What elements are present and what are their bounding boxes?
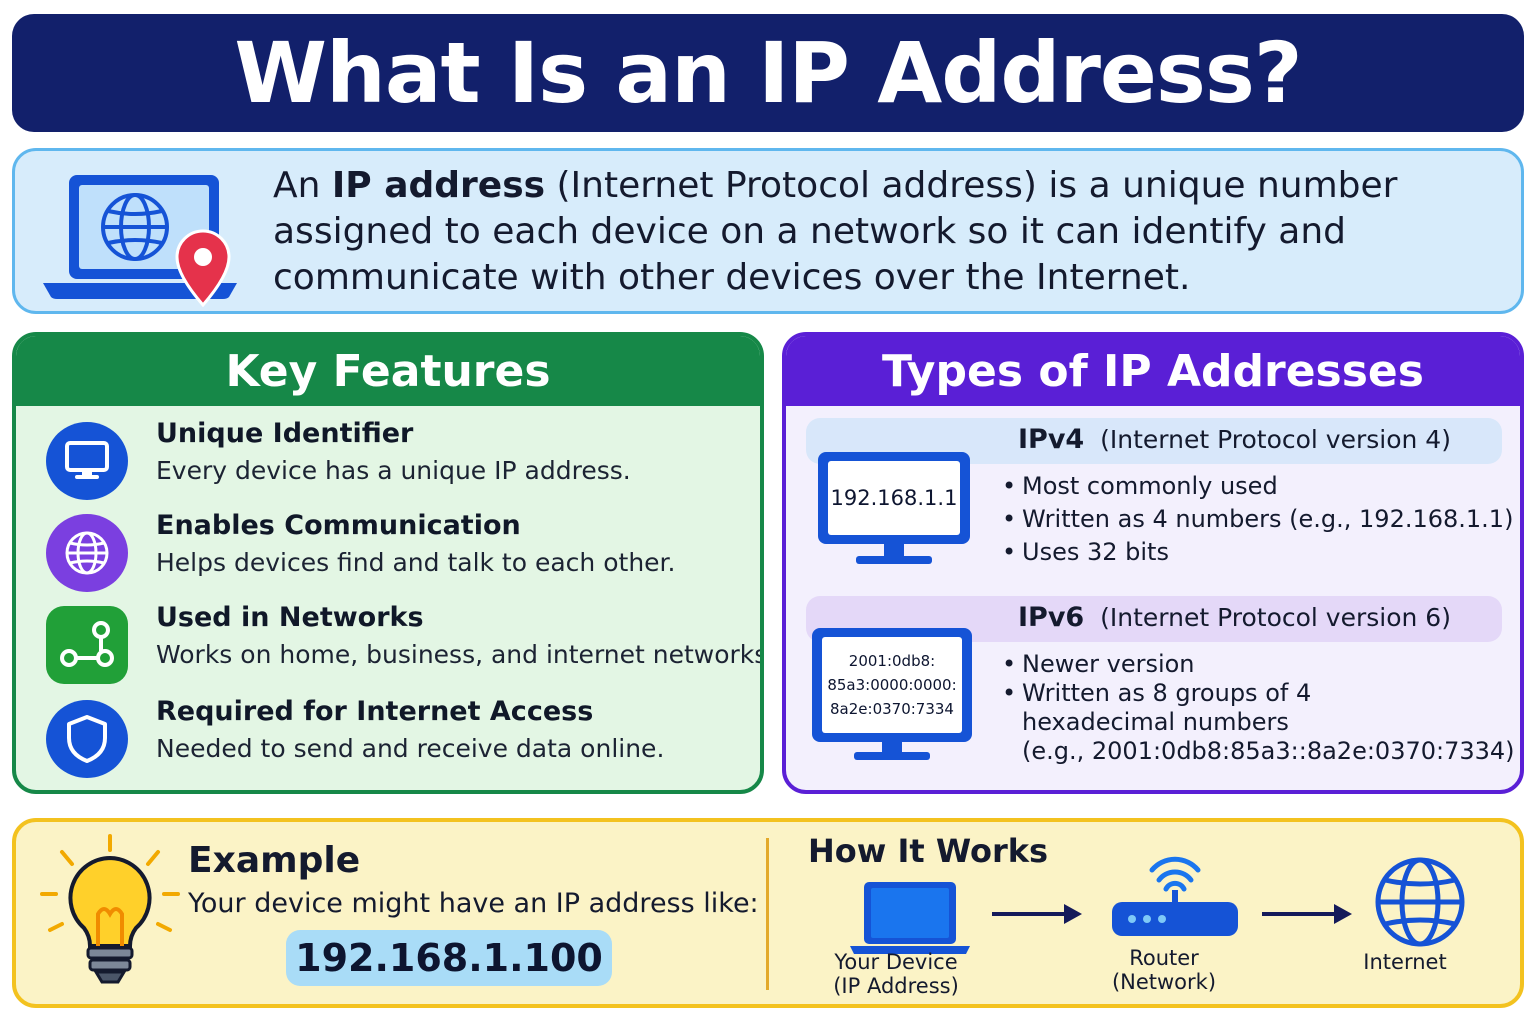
intro-definition: An IP address (Internet Protocol address… — [273, 165, 1398, 298]
section-divider — [766, 838, 769, 990]
feature-desc: Every device has a unique IP address. — [156, 456, 631, 485]
how-it-works-heading: How It Works — [808, 832, 1049, 870]
feature-required-for-internet: Required for Internet Access Needed to s… — [46, 696, 746, 780]
ipv6-title: IPv6 (Internet Protocol version 6) — [1018, 602, 1451, 633]
network-nodes-icon — [60, 621, 114, 667]
ipv6-screen-line: 2001:0db8: — [849, 652, 935, 670]
example-section: Example Your device might have an IP add… — [12, 818, 1524, 1008]
bullet-continuation: hexadecimal numbers — [1022, 708, 1289, 736]
internet-label: Internet — [1363, 950, 1447, 974]
ipv6-screen-line: 85a3:0000:0000: — [827, 676, 956, 694]
ipv6-monitor-icon: 2001:0db8: 85a3:0000:0000: 8a2e:0370:733… — [812, 628, 972, 760]
key-features-heading: Key Features — [16, 336, 760, 406]
bullet-item: Written as 8 groups of 4 — [1002, 679, 1515, 708]
laptop-location-icon — [43, 175, 237, 308]
intro-box: An IP address (Internet Protocol address… — [12, 148, 1524, 314]
ipv4-title: IPv4 (Internet Protocol version 4) — [1018, 424, 1451, 455]
monitor-icon — [65, 441, 109, 479]
intro-term: IP address — [331, 165, 546, 206]
feature-title: Used in Networks — [156, 602, 424, 633]
ip-types-heading: Types of IP Addresses — [786, 336, 1520, 406]
feature-desc: Helps devices find and talk to each othe… — [156, 548, 676, 577]
page-title: What Is an IP Address? — [234, 24, 1302, 122]
globe-icon — [65, 531, 109, 575]
shield-icon — [67, 715, 107, 763]
router-icon — [1112, 856, 1238, 936]
ipv4-monitor-icon: 192.168.1.1 — [818, 452, 970, 564]
bullet-item: Newer version — [1002, 650, 1515, 679]
feature-desc: Works on home, business, and internet ne… — [156, 640, 764, 669]
ipv6-bullets: Newer version Written as 8 groups of 4 h… — [1002, 650, 1515, 766]
feature-title: Unique Identifier — [156, 418, 414, 449]
example-heading: Example — [188, 840, 361, 881]
key-features-panel: Key Features Unique Identifier Every dev… — [12, 332, 764, 794]
bullet-item: Written as 4 numbers (e.g., 192.168.1.1) — [1002, 503, 1513, 536]
example-ip-badge: 192.168.1.100 — [286, 930, 612, 986]
arrow-right-icon — [1262, 904, 1352, 924]
internet-globe-icon — [1375, 857, 1465, 947]
router-label: Router (Network) — [1111, 946, 1217, 994]
feature-title: Enables Communication — [156, 510, 521, 541]
laptop-icon — [850, 882, 970, 954]
how-it-works-diagram — [850, 856, 1465, 954]
feature-desc: Needed to send and receive data online. — [156, 734, 665, 763]
feature-unique-identifier: Unique Identifier Every device has a uni… — [46, 418, 746, 502]
bullet-continuation: (e.g., 2001:0db8:85a3::8a2e:0370:7334) — [1022, 737, 1515, 765]
bullet-item: Most commonly used — [1002, 470, 1513, 503]
bullet-item: Uses 32 bits — [1002, 536, 1513, 569]
ip-types-panel: Types of IP Addresses IPv4 (Internet Pro… — [782, 332, 1524, 794]
title-banner: What Is an IP Address? — [12, 14, 1524, 132]
ipv4-bullets: Most commonly used Written as 4 numbers … — [1002, 470, 1513, 569]
feature-title: Required for Internet Access — [156, 696, 594, 727]
feature-enables-communication: Enables Communication Helps devices find… — [46, 510, 746, 594]
feature-used-in-networks: Used in Networks Works on home, business… — [46, 602, 760, 686]
lightbulb-icon — [40, 834, 180, 984]
ipv4-screen-text: 192.168.1.1 — [831, 486, 958, 510]
device-label: Your Device (IP Address) — [833, 950, 959, 998]
example-desc: Your device might have an IP address lik… — [188, 888, 759, 919]
arrow-right-icon — [992, 904, 1082, 924]
ipv6-screen-line: 8a2e:0370:7334 — [830, 700, 954, 718]
